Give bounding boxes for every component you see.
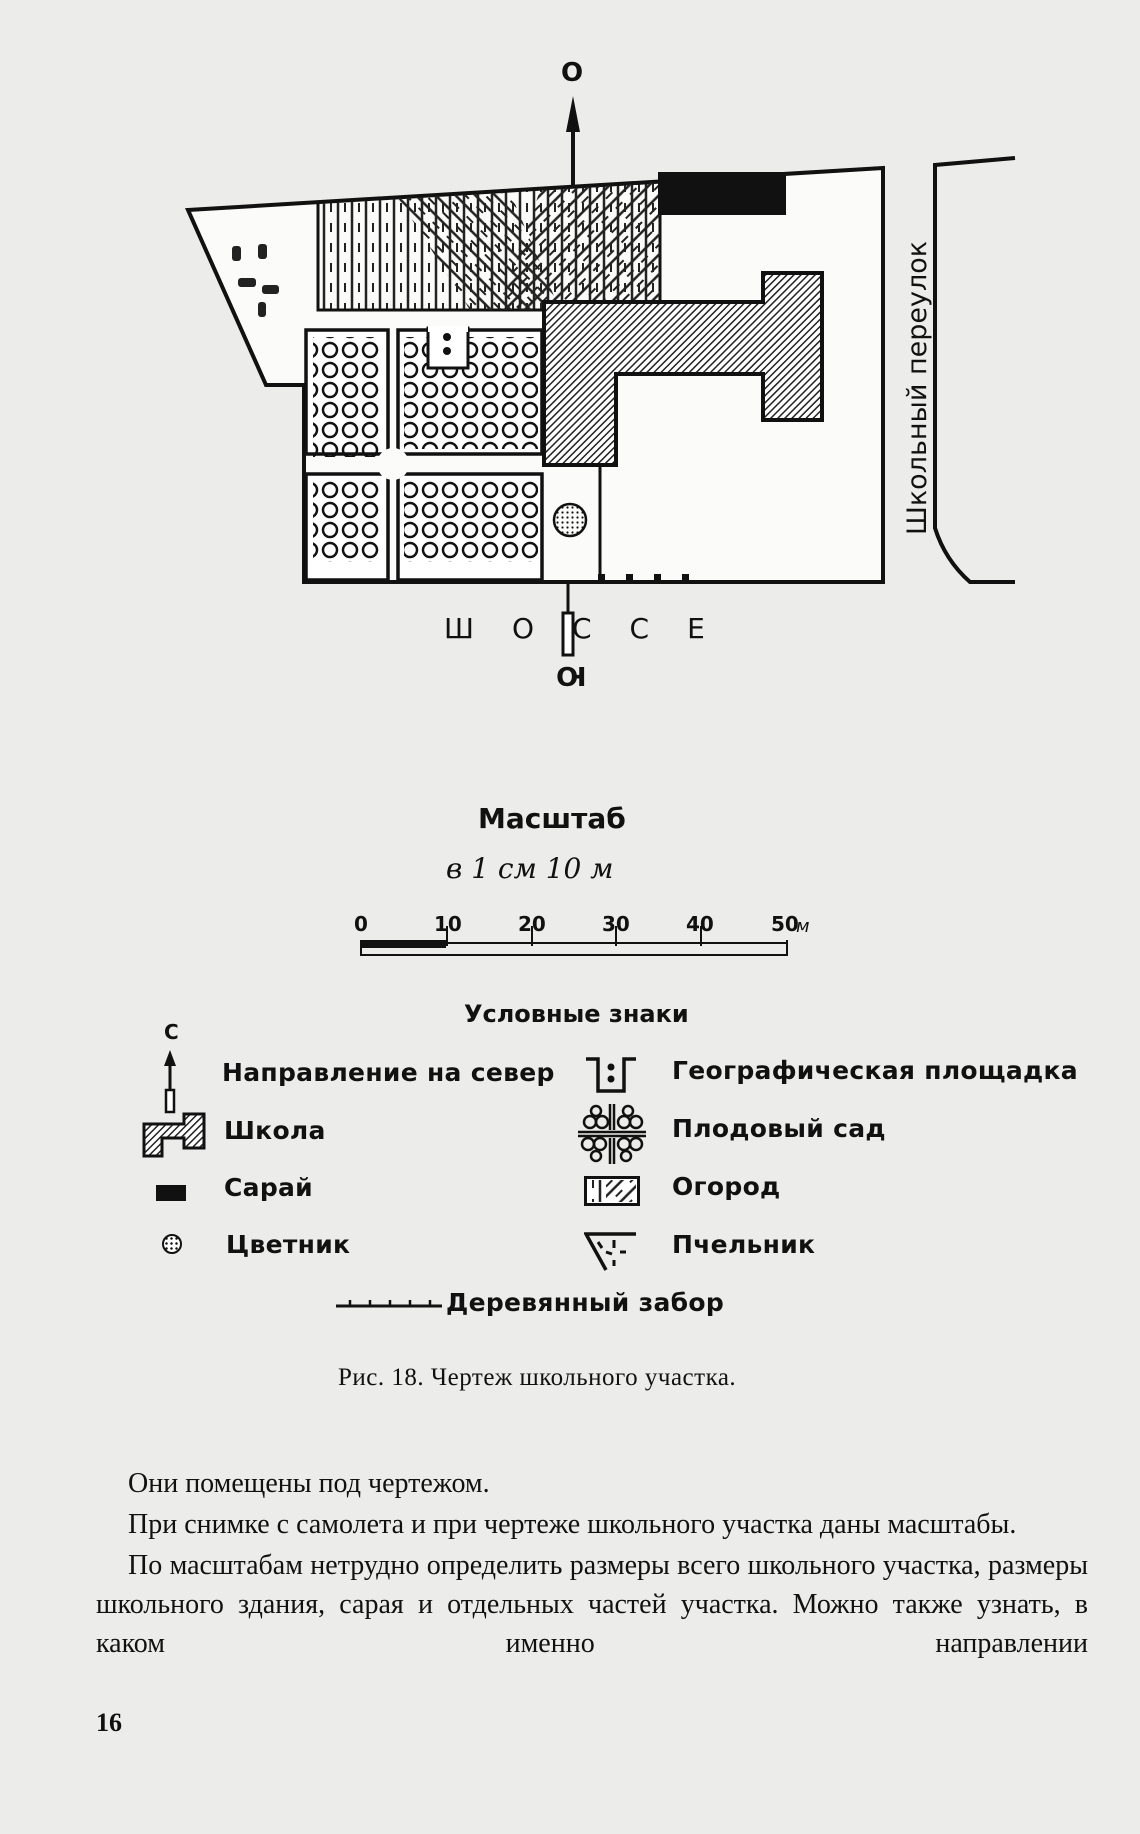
scale-tick-20: 20 (518, 912, 546, 936)
legend-label-orchard: Плодовый сад (672, 1114, 886, 1143)
north-arrow-icon (164, 1050, 176, 1114)
scale-tick-40: 40 (686, 912, 714, 936)
apiary-icon (584, 1232, 636, 1271)
road-label-highway: ШОССЕ (444, 612, 743, 645)
legend-label-school: Школа (224, 1116, 326, 1145)
school-plot-plan (184, 96, 1016, 657)
legend-title: Условные знаки (464, 1000, 689, 1028)
vegetable-garden-icon (584, 1176, 640, 1206)
legend-label-barn: Сарай (224, 1173, 313, 1202)
south-arrow-icon (561, 582, 575, 657)
legend-north-letter: С (164, 1020, 179, 1044)
legend-label-flowerbed: Цветник (226, 1230, 351, 1259)
legend-label-fence: Деревянный забор (446, 1288, 725, 1317)
road-label-lane: Школьный переулок (902, 240, 933, 535)
orchard (304, 326, 544, 582)
scale-tick-30: 30 (602, 912, 630, 936)
legend-label-north: Направление на север (222, 1058, 555, 1087)
flowerbed-icon (162, 1234, 182, 1254)
orchard-icon (578, 1104, 646, 1164)
wooden-fence-posts (598, 574, 689, 584)
legend-label-geo-site: Географическая площадка (672, 1056, 1078, 1085)
school-icon (142, 1112, 206, 1158)
legend-label-vegetable-garden: Огород (672, 1172, 781, 1201)
school-building (542, 271, 824, 467)
barn (658, 172, 786, 215)
page-number: 16 (96, 1708, 122, 1737)
paragraph: Они помещены под чертежом. (128, 1468, 490, 1499)
paragraph: При снимке с самолета и при чертеже школ… (128, 1509, 1017, 1540)
geo-site-marker (443, 333, 451, 341)
scale-subtitle: в 1 см 10 м (446, 852, 614, 885)
paragraph: По масштабам нетрудно определить размеры… (96, 1550, 1088, 1659)
body-text: Они помещены под чертежом. При снимке с … (96, 1464, 1088, 1663)
apiary (232, 244, 279, 317)
wooden-fence-icon (336, 1300, 442, 1308)
scale-tick-10: 10 (434, 912, 462, 936)
figure-caption: Рис. 18. Чертеж школьного участка. (338, 1364, 737, 1391)
scale-unit: м (796, 916, 810, 937)
lane-edge (933, 156, 1016, 584)
scale-tick-50: 50 (771, 912, 799, 936)
scale-bar (360, 926, 788, 956)
compass-north-label: О (561, 58, 584, 88)
barn-icon (156, 1185, 186, 1201)
scale-tick-0: 0 (354, 912, 368, 936)
vegetable-garden (316, 180, 662, 312)
geo-site-icon (586, 1057, 636, 1093)
north-arrow-icon (566, 96, 580, 186)
flowerbed (552, 465, 602, 582)
scale-title: Масштаб (478, 802, 626, 835)
compass-south-label: Ю (556, 660, 587, 690)
legend-label-apiary: Пчельник (672, 1230, 816, 1259)
